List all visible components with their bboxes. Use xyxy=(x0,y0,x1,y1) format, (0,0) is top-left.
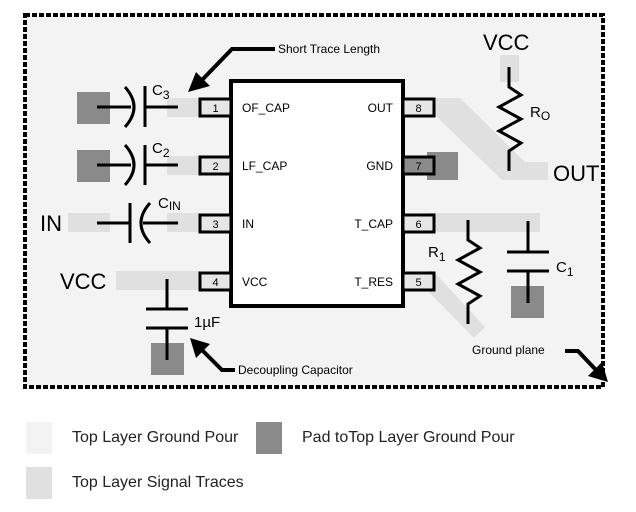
label-decoupling-value: 1µF xyxy=(194,314,220,331)
label-ro: RO xyxy=(530,104,550,123)
legend-item-ground-pour: Top Layer Ground Pour xyxy=(26,422,238,454)
net-label-vcc-left: VCC xyxy=(60,269,107,294)
legend-swatch-ground-pad xyxy=(256,422,282,454)
pin-number: 1 xyxy=(212,103,218,115)
pin-number: 6 xyxy=(415,219,421,231)
ic-pin-7: 7 GND xyxy=(366,155,436,176)
ic-pin-5: 5 T_RES xyxy=(354,271,436,292)
pin-number: 8 xyxy=(415,103,421,115)
legend-label: Top Layer Signal Traces xyxy=(72,474,244,491)
net-label-out: OUT xyxy=(553,161,599,186)
legend: Top Layer Ground Pour Pad toTop Layer Gr… xyxy=(0,400,636,512)
ic-pin-3: 3 IN xyxy=(198,213,254,234)
ic-body xyxy=(229,79,405,308)
legend-label: Pad toTop Layer Ground Pour xyxy=(302,429,515,446)
legend-item-ground-pad: Pad toTop Layer Ground Pour xyxy=(256,422,515,454)
pin-name: OF_CAP xyxy=(242,101,290,115)
annotation-ground-plane: Ground plane xyxy=(472,343,545,357)
ic-pin-6: 6 T_CAP xyxy=(354,213,436,234)
label-c3: C3 xyxy=(152,82,170,102)
resistor-ro xyxy=(495,67,525,171)
pin-name: GND xyxy=(366,159,393,173)
trace-pin3 xyxy=(167,213,200,232)
trace-vcc xyxy=(116,271,200,290)
legend-item-signal-traces: Top Layer Signal Traces xyxy=(26,467,244,499)
pin-number: 3 xyxy=(212,219,218,231)
legend-label: Top Layer Ground Pour xyxy=(72,429,239,446)
pin-name: IN xyxy=(242,217,254,231)
arrow-ground-plane xyxy=(565,349,608,382)
capacitor-cin xyxy=(97,201,178,245)
pin-name: T_RES xyxy=(354,275,393,289)
annotation-decoupling: Decoupling Capacitor xyxy=(238,363,353,377)
legend-swatch-signal-traces xyxy=(26,467,52,499)
label-cin: CIN xyxy=(158,195,181,213)
trace-tcap xyxy=(427,213,540,232)
capacitor-decoupling xyxy=(146,279,188,360)
capacitor-c2 xyxy=(97,143,178,187)
net-label-in: IN xyxy=(40,211,62,236)
pin-name: OUT xyxy=(368,101,394,115)
trace-pin2 xyxy=(167,156,200,175)
ic-pin-8: 8 OUT xyxy=(368,97,436,118)
legend-swatch-ground-pour xyxy=(26,422,52,454)
annotation-short-trace: Short Trace Length xyxy=(278,42,380,56)
label-r1: R1 xyxy=(428,244,446,264)
arrow-decoupling xyxy=(190,338,235,372)
ic-pin-4: 4 VCC xyxy=(198,271,268,292)
ic-pin-2: 2 LF_CAP xyxy=(198,155,287,176)
trace-in-left xyxy=(68,213,110,232)
pin-number: 4 xyxy=(212,277,218,289)
arrow-short-trace xyxy=(188,47,275,92)
label-c2: C2 xyxy=(152,140,170,160)
capacitor-c1 xyxy=(507,221,549,303)
ic-pins-left: 1 OF_CAP 2 LF_CAP 3 IN 4 VCC xyxy=(198,97,290,292)
pin-name: T_CAP xyxy=(354,217,393,231)
ic-pin-1: 1 OF_CAP xyxy=(198,97,290,118)
pin-name: LF_CAP xyxy=(242,159,287,173)
trace-pin1 xyxy=(167,98,200,117)
resistor-r1 xyxy=(454,220,484,324)
pin-number: 7 xyxy=(415,161,421,173)
ic-pins-right: 8 OUT 7 GND 6 T_CAP 5 T_RES xyxy=(354,97,436,292)
pin-number: 5 xyxy=(415,277,421,289)
capacitor-c3 xyxy=(97,85,178,129)
pin-number: 2 xyxy=(212,161,218,173)
pin-name: VCC xyxy=(242,275,268,289)
trace-out xyxy=(427,98,548,180)
net-label-vcc-top: VCC xyxy=(483,30,530,55)
label-c1: C1 xyxy=(556,259,574,279)
